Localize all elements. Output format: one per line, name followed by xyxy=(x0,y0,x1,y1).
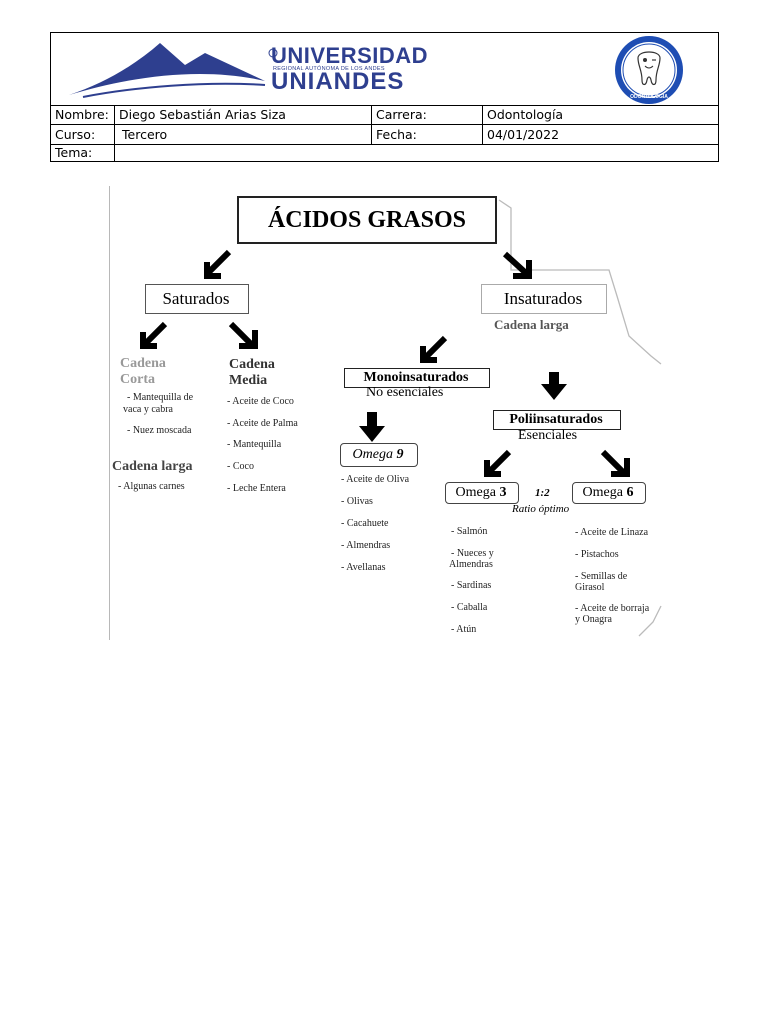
row-tema: Tema: xyxy=(51,144,718,161)
university-mountain-logo-icon xyxy=(69,43,278,98)
omega3-item-3: - Sardinas xyxy=(451,580,492,591)
arrow-down-left-icon xyxy=(484,449,512,477)
cadena-corta-title: Cadena Corta xyxy=(120,356,166,388)
corta-item-1: - Mantequilla de xyxy=(127,392,194,403)
tema-label: Tema: xyxy=(55,145,93,160)
nombre-value: Diego Sebastián Arias Siza xyxy=(119,107,286,122)
header-table: UNIVERSIDAD REGIONAL AUTÓNOMA DE LOS AND… xyxy=(50,32,719,162)
arrow-down-left-icon xyxy=(204,249,232,279)
cadena-corta-title-line1: Cadena xyxy=(120,356,166,371)
poli-sub: Esenciales xyxy=(518,428,578,443)
omega9-item-3: - Cacahuete xyxy=(341,518,389,529)
ratio-label: Ratio óptimo xyxy=(512,503,570,515)
omega3-box: Omega 3 xyxy=(445,482,519,504)
corta-item-2: - Nuez moscada xyxy=(127,425,192,436)
omega9-item-5: - Avellanas xyxy=(341,562,386,573)
media-item-4: - Coco xyxy=(227,461,254,472)
corta-item-1b: vaca y cabra xyxy=(123,404,173,415)
omega9-word: Omega xyxy=(352,447,393,462)
omega3-item-5: - Atún xyxy=(451,624,477,635)
cadena-media-title-line2: Media xyxy=(229,373,268,388)
poli-box: Poliinsaturados xyxy=(493,410,621,430)
omega6-item-4b: y Onagra xyxy=(575,614,612,625)
omega9-number: 9 xyxy=(396,447,404,462)
arrow-down-icon xyxy=(541,372,567,400)
omega6-box: Omega 6 xyxy=(572,482,646,504)
ratio-value: 1:2 xyxy=(535,487,550,499)
saturados-box: Saturados xyxy=(145,284,249,314)
omega3-item-2: - Nueces y xyxy=(451,548,494,559)
omega3-label: Omega 3 xyxy=(446,485,516,501)
university-name-line2: UNIANDES xyxy=(271,68,405,95)
fecha-label: Fecha: xyxy=(376,127,417,142)
omega6-number: 6 xyxy=(626,485,634,500)
omega3-item-2b: Almendras xyxy=(449,559,493,570)
omega9-item-2: - Olivas xyxy=(341,496,373,507)
connector-lines xyxy=(498,199,662,637)
cadena-corta-title-line2: Corta xyxy=(120,372,155,387)
tema-value xyxy=(115,144,718,161)
insaturados-subtitle: Cadena larga xyxy=(494,317,569,332)
curso-value: Tercero xyxy=(122,127,168,142)
curso-label: Curso: xyxy=(55,127,96,142)
arrow-down-right-icon xyxy=(600,449,630,477)
omega3-number: 3 xyxy=(499,485,507,500)
poli-label: Poliinsaturados xyxy=(509,412,603,427)
omega6-label: Omega 6 xyxy=(573,485,643,501)
fatty-acids-concept-map: ÁCIDOS GRASOS xyxy=(109,186,665,640)
tooth-mascot-seal-icon: ODONTOLOGÍA xyxy=(615,36,683,104)
row-nombre-carrera: Nombre: Diego Sebastián Arias Siza Carre… xyxy=(51,105,718,125)
carrera-label: Carrera: xyxy=(376,107,427,122)
cadena-media-title: Cadena Media xyxy=(229,357,275,389)
row-curso-fecha: Curso: Tercero Fecha: 04/01/2022 xyxy=(51,125,718,145)
mono-sub: No esenciales xyxy=(366,385,444,400)
diagram-title: ÁCIDOS GRASOS xyxy=(267,207,467,233)
omega6-item-4: - Aceite de borraja xyxy=(575,603,650,614)
omega6-item-3: - Semillas de xyxy=(575,571,628,582)
fecha-value: 04/01/2022 xyxy=(487,127,560,142)
mono-label: Monoinsaturados xyxy=(363,370,469,385)
seal-text: ODONTOLOGÍA xyxy=(630,92,668,100)
arrows xyxy=(140,249,630,477)
cadena-media-title-line1: Cadena xyxy=(229,357,275,372)
university-subtitle: REGIONAL AUTÓNOMA DE LOS ANDES xyxy=(273,66,385,72)
media-item-5: - Leche Entera xyxy=(227,483,286,494)
cadena-larga-title: Cadena larga xyxy=(112,459,193,474)
larga-item-1: - Algunas carnes xyxy=(118,481,185,492)
arrow-down-icon xyxy=(359,412,385,442)
media-item-3: - Mantequilla xyxy=(227,439,282,450)
omega6-item-3b: Girasol xyxy=(575,582,605,593)
omega3-item-4: - Caballa xyxy=(451,602,488,613)
logo-row: UNIVERSIDAD REGIONAL AUTÓNOMA DE LOS AND… xyxy=(51,33,718,106)
media-item-2: - Aceite de Palma xyxy=(227,418,298,429)
media-item-1: - Aceite de Coco xyxy=(227,396,294,407)
omega3-item-1: - Salmón xyxy=(451,526,488,537)
title-box: ÁCIDOS GRASOS xyxy=(237,196,497,244)
arrow-down-right-icon xyxy=(228,321,258,349)
saturados-label: Saturados xyxy=(162,289,230,308)
arrow-down-left-icon xyxy=(140,321,168,349)
insaturados-label: Insaturados xyxy=(503,289,583,308)
omega6-item-1: - Aceite de Linaza xyxy=(575,527,649,538)
mono-box: Monoinsaturados xyxy=(344,368,490,388)
nombre-label: Nombre: xyxy=(55,107,109,122)
carrera-value: Odontología xyxy=(487,107,564,122)
arrow-down-right-icon xyxy=(502,251,532,279)
insaturados-box: Insaturados xyxy=(481,284,607,314)
omega9-item-4: - Almendras xyxy=(341,540,391,551)
omega6-word: Omega xyxy=(582,485,623,500)
omega9-label: Omega 9 xyxy=(341,447,415,463)
omega9-box: Omega 9 xyxy=(340,443,418,467)
arrow-down-left-icon xyxy=(420,335,448,363)
university-name-line1: UNIVERSIDAD xyxy=(271,43,429,68)
omega6-item-2: - Pistachos xyxy=(575,549,619,560)
omega9-item-1: - Aceite de Oliva xyxy=(341,474,410,485)
omega3-word: Omega xyxy=(455,485,496,500)
